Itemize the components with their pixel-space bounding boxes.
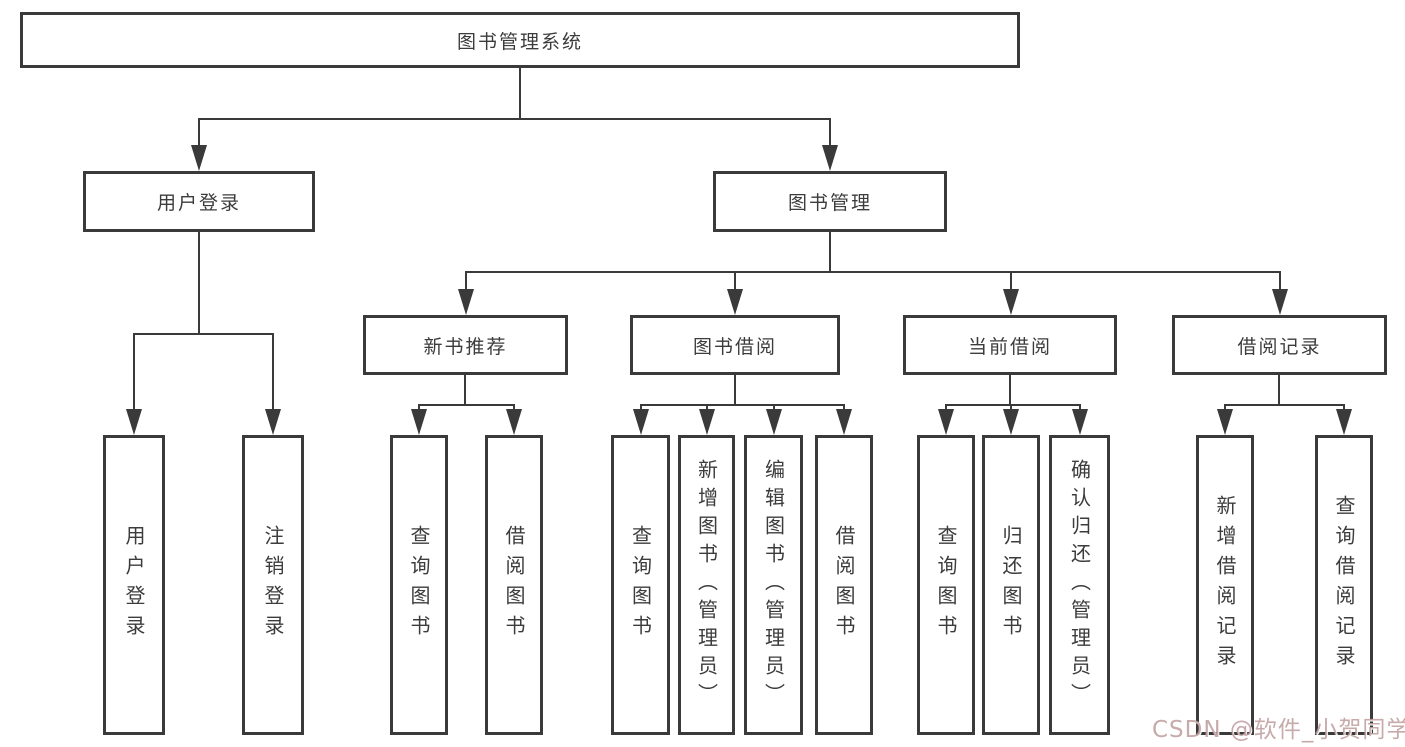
watermark: CSDN @软件_小贺同学 [1152,717,1405,743]
node-new-book-recommend-label: 新书推荐 [423,335,508,358]
leaf-newbook-query-book: 查询图书 [390,435,448,735]
leaf-record-add-borrow-record-label: 新增借阅记录 [1213,495,1237,675]
connector-line [133,333,135,412]
arrowhead-down-icon [836,409,852,435]
node-new-book-recommend: 新书推荐 [363,315,568,375]
arrowhead-down-icon [458,289,474,315]
leaf-newbook-query-book-label: 查询图书 [407,525,431,645]
connector-line [1009,375,1011,406]
node-borrow-record: 借阅记录 [1172,315,1387,375]
connector-line [706,404,708,411]
leaf-current-query-book: 查询图书 [917,435,975,735]
arrowhead-down-icon [1003,289,1019,315]
node-book-borrow-label: 图书借阅 [692,335,777,358]
node-book-management: 图书管理 [713,171,947,232]
connector-line [513,404,515,411]
arrowhead-down-icon [191,145,207,171]
connector-line [198,118,831,120]
node-book-borrow: 图书借阅 [630,315,840,375]
arrowhead-down-icon [727,289,743,315]
node-root: 图书管理系统 [20,12,1020,68]
leaf-borrow-query-book: 查询图书 [611,435,670,735]
arrowhead-down-icon [1003,409,1019,435]
leaf-record-add-borrow-record: 新增借阅记录 [1196,435,1254,735]
leaf-current-confirm-return-admin: 确认归还（管理员） [1049,435,1110,735]
leaf-current-query-book-label: 查询图书 [934,525,958,645]
connector-line [1279,271,1281,291]
leaf-newbook-borrow-book: 借阅图书 [485,435,543,735]
arrowhead-down-icon [633,409,649,435]
arrowhead-down-icon [265,409,281,435]
arrowhead-down-icon [411,409,427,435]
connector-line [843,404,845,411]
connector-line [133,333,274,335]
connector-line [198,118,200,147]
leaf-record-query-borrow-record-label: 查询借阅记录 [1332,495,1356,675]
node-current-borrow-label: 当前借阅 [967,335,1052,358]
leaf-borrow-query-book-label: 查询图书 [628,525,653,645]
leaf-borrow-edit-book-admin: 编辑图书（管理员） [744,435,803,735]
leaf-borrow-add-book-admin: 新增图书（管理员） [678,435,735,735]
connector-line [773,404,775,411]
connector-line [464,375,466,406]
arrowhead-down-icon [126,409,142,435]
connector-line [272,333,274,412]
leaf-user-login: 用户登录 [103,435,165,735]
leaf-borrow-add-book-admin-label: 新增图书（管理员） [694,459,719,711]
connector-line [640,404,642,411]
node-borrow-record-label: 借阅记录 [1237,335,1322,358]
connector-line [1079,404,1081,411]
connector-line [734,375,736,406]
leaf-logout: 注销登录 [242,435,304,735]
node-user-login-label: 用户登录 [156,192,241,214]
leaf-borrow-borrow-book: 借阅图书 [815,435,873,735]
node-user-login: 用户登录 [83,171,315,232]
connector-line [1278,375,1280,406]
connector-line [1343,404,1345,411]
connector-line [418,404,515,406]
leaf-borrow-edit-book-admin-label: 编辑图书（管理员） [761,459,786,711]
connector-line [640,404,845,406]
connector-line [734,271,736,291]
connector-line [1224,404,1226,411]
arrowhead-down-icon [1336,409,1352,435]
connector-line [945,404,947,411]
arrowhead-down-icon [766,409,782,435]
connector-line [1010,271,1012,291]
arrowhead-down-icon [1072,409,1088,435]
arrowhead-down-icon [938,409,954,435]
arrowhead-down-icon [506,409,522,435]
leaf-newbook-borrow-book-label: 借阅图书 [502,525,526,645]
connector-line [829,232,831,273]
connector-line [465,271,1281,273]
connector-line [1224,404,1345,406]
node-current-borrow: 当前借阅 [903,315,1117,375]
leaf-current-return-book: 归还图书 [982,435,1040,735]
connector-line [198,232,200,335]
leaf-record-query-borrow-record: 查询借阅记录 [1315,435,1373,735]
connector-line [1010,404,1012,411]
node-book-management-label: 图书管理 [787,192,872,214]
arrowhead-down-icon [699,409,715,435]
node-root-label: 图书管理系统 [456,30,583,53]
connector-line [465,271,467,291]
leaf-logout-label: 注销登录 [261,525,285,645]
leaf-current-confirm-return-admin-label: 确认归还（管理员） [1067,459,1092,711]
connector-line [519,68,521,118]
arrowhead-down-icon [1272,289,1288,315]
connector-line [945,404,1081,406]
leaf-user-login-label: 用户登录 [122,525,146,645]
arrowhead-down-icon [1217,409,1233,435]
leaf-current-return-book-label: 归还图书 [999,525,1023,645]
connector-line [829,118,831,147]
leaf-borrow-borrow-book-label: 借阅图书 [832,525,856,645]
arrowhead-down-icon [822,145,838,171]
connector-line [418,404,420,411]
